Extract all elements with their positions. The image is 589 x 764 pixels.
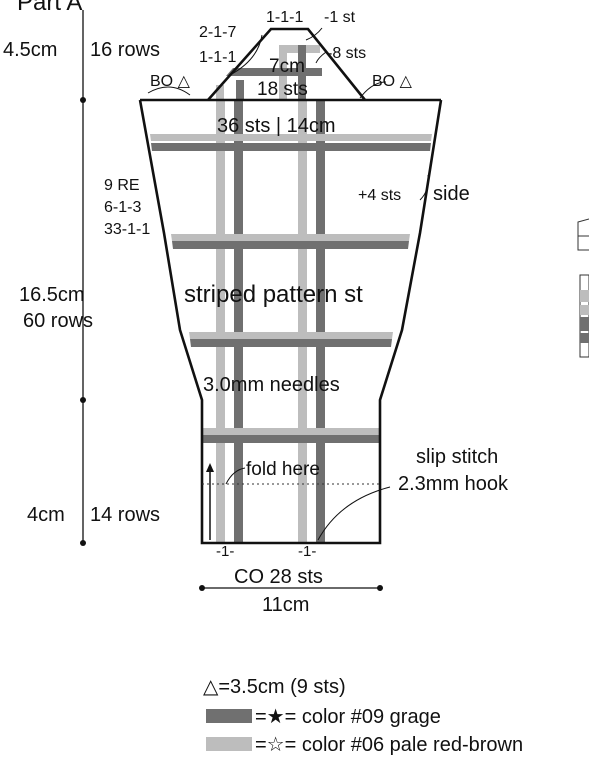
cast-on: CO 28 sts — [234, 566, 323, 588]
bottom-dot-right — [377, 585, 383, 591]
top-rows: 16 rows — [90, 39, 160, 61]
cap-width-cm: 7cm — [269, 56, 305, 77]
dim-dot-1 — [80, 97, 86, 103]
inc-label: +4 sts — [358, 187, 401, 204]
bottom-rows: 14 rows — [90, 504, 160, 526]
needle-label: 3.0mm needles — [203, 374, 340, 396]
cap-light-stripe-left — [216, 85, 224, 100]
left-dimension — [80, 10, 86, 546]
slip-stitch-leader — [317, 486, 391, 541]
dec-leader — [315, 51, 327, 64]
body-rows: 60 rows — [23, 310, 93, 332]
vertical-stripes — [216, 100, 325, 543]
bottom-height-cm: 4cm — [27, 504, 65, 526]
legend: △=3.5cm (9 sts) =★= color #09 grage =☆= … — [203, 676, 523, 756]
hook-label: 2.3mm hook — [398, 473, 509, 495]
shaping-3: 33-1-1 — [104, 221, 150, 238]
hband-dark-2 — [172, 241, 409, 249]
pattern-label: striped pattern st — [184, 281, 363, 308]
page-title: Part A — [17, 0, 82, 16]
legend-triangle: △=3.5cm (9 sts) — [203, 676, 346, 698]
shaping-1: 9 RE — [104, 177, 140, 194]
hband-light-4 — [202, 428, 380, 435]
hband-light-3 — [189, 332, 393, 339]
bind-off-left: BO △ — [150, 73, 191, 90]
fold-label: fold here — [246, 459, 320, 480]
dec-label: -8 sts — [327, 45, 366, 62]
cap-dark-stripe-left — [236, 80, 244, 100]
body-width: 36 sts | 14cm — [217, 115, 336, 137]
shaping-top: 1-1-1 — [266, 9, 303, 26]
side-label: side — [433, 183, 470, 205]
bottom-dimension — [199, 585, 383, 591]
vertical-light-stripe-1 — [216, 100, 225, 543]
shaping-leader-left — [229, 34, 263, 76]
dim-dot-3 — [80, 540, 86, 546]
shaping-top-dec: -1 st — [324, 9, 356, 26]
bo-leader-right — [359, 81, 387, 99]
bind-off-right: BO △ — [372, 73, 413, 90]
bottom-width-cm: 11cm — [262, 594, 309, 616]
body-height-cm: 16.5cm — [19, 284, 85, 306]
hband-dark-3 — [190, 339, 392, 347]
shaping-a: 2-1-7 — [199, 24, 236, 41]
dim-dot-2 — [80, 397, 86, 403]
bottom-dot-left — [199, 585, 205, 591]
fold-leader — [225, 467, 246, 485]
hband-light-2 — [171, 234, 410, 241]
cutoff-legend-fragment — [577, 218, 589, 358]
side-leader — [419, 174, 429, 201]
vertical-light-stripe-2 — [298, 100, 307, 543]
shaping-b: 1-1-1 — [199, 49, 236, 66]
top-height-cm: 4.5cm — [3, 39, 57, 61]
shaping-2: 6-1-3 — [104, 199, 141, 216]
legend-dark: =★= color #09 grage — [255, 706, 441, 728]
arrow-head-icon — [206, 463, 214, 472]
vertical-dark-stripe-1 — [234, 100, 243, 543]
dec-leader-top — [305, 27, 323, 41]
stitch-mark-1: -1- — [216, 543, 234, 560]
bo-leader-left — [147, 86, 191, 96]
hband-light-1 — [150, 134, 432, 141]
piece-outline — [138, 27, 443, 545]
hband-dark-1 — [151, 143, 431, 151]
legend-light: =☆= color #06 pale red-brown — [255, 734, 523, 756]
slip-stitch-label: slip stitch — [416, 446, 498, 468]
horizontal-stripes — [150, 134, 432, 443]
top-cap-stripes — [216, 45, 322, 100]
hband-dark-4 — [202, 435, 380, 443]
legend-dark-swatch — [206, 709, 252, 723]
legend-light-swatch — [206, 737, 252, 751]
cap-dark-band — [226, 68, 322, 76]
cap-sts: 18 sts — [257, 79, 308, 100]
stitch-mark-2: -1- — [298, 543, 316, 560]
vertical-dark-stripe-2 — [316, 100, 325, 543]
